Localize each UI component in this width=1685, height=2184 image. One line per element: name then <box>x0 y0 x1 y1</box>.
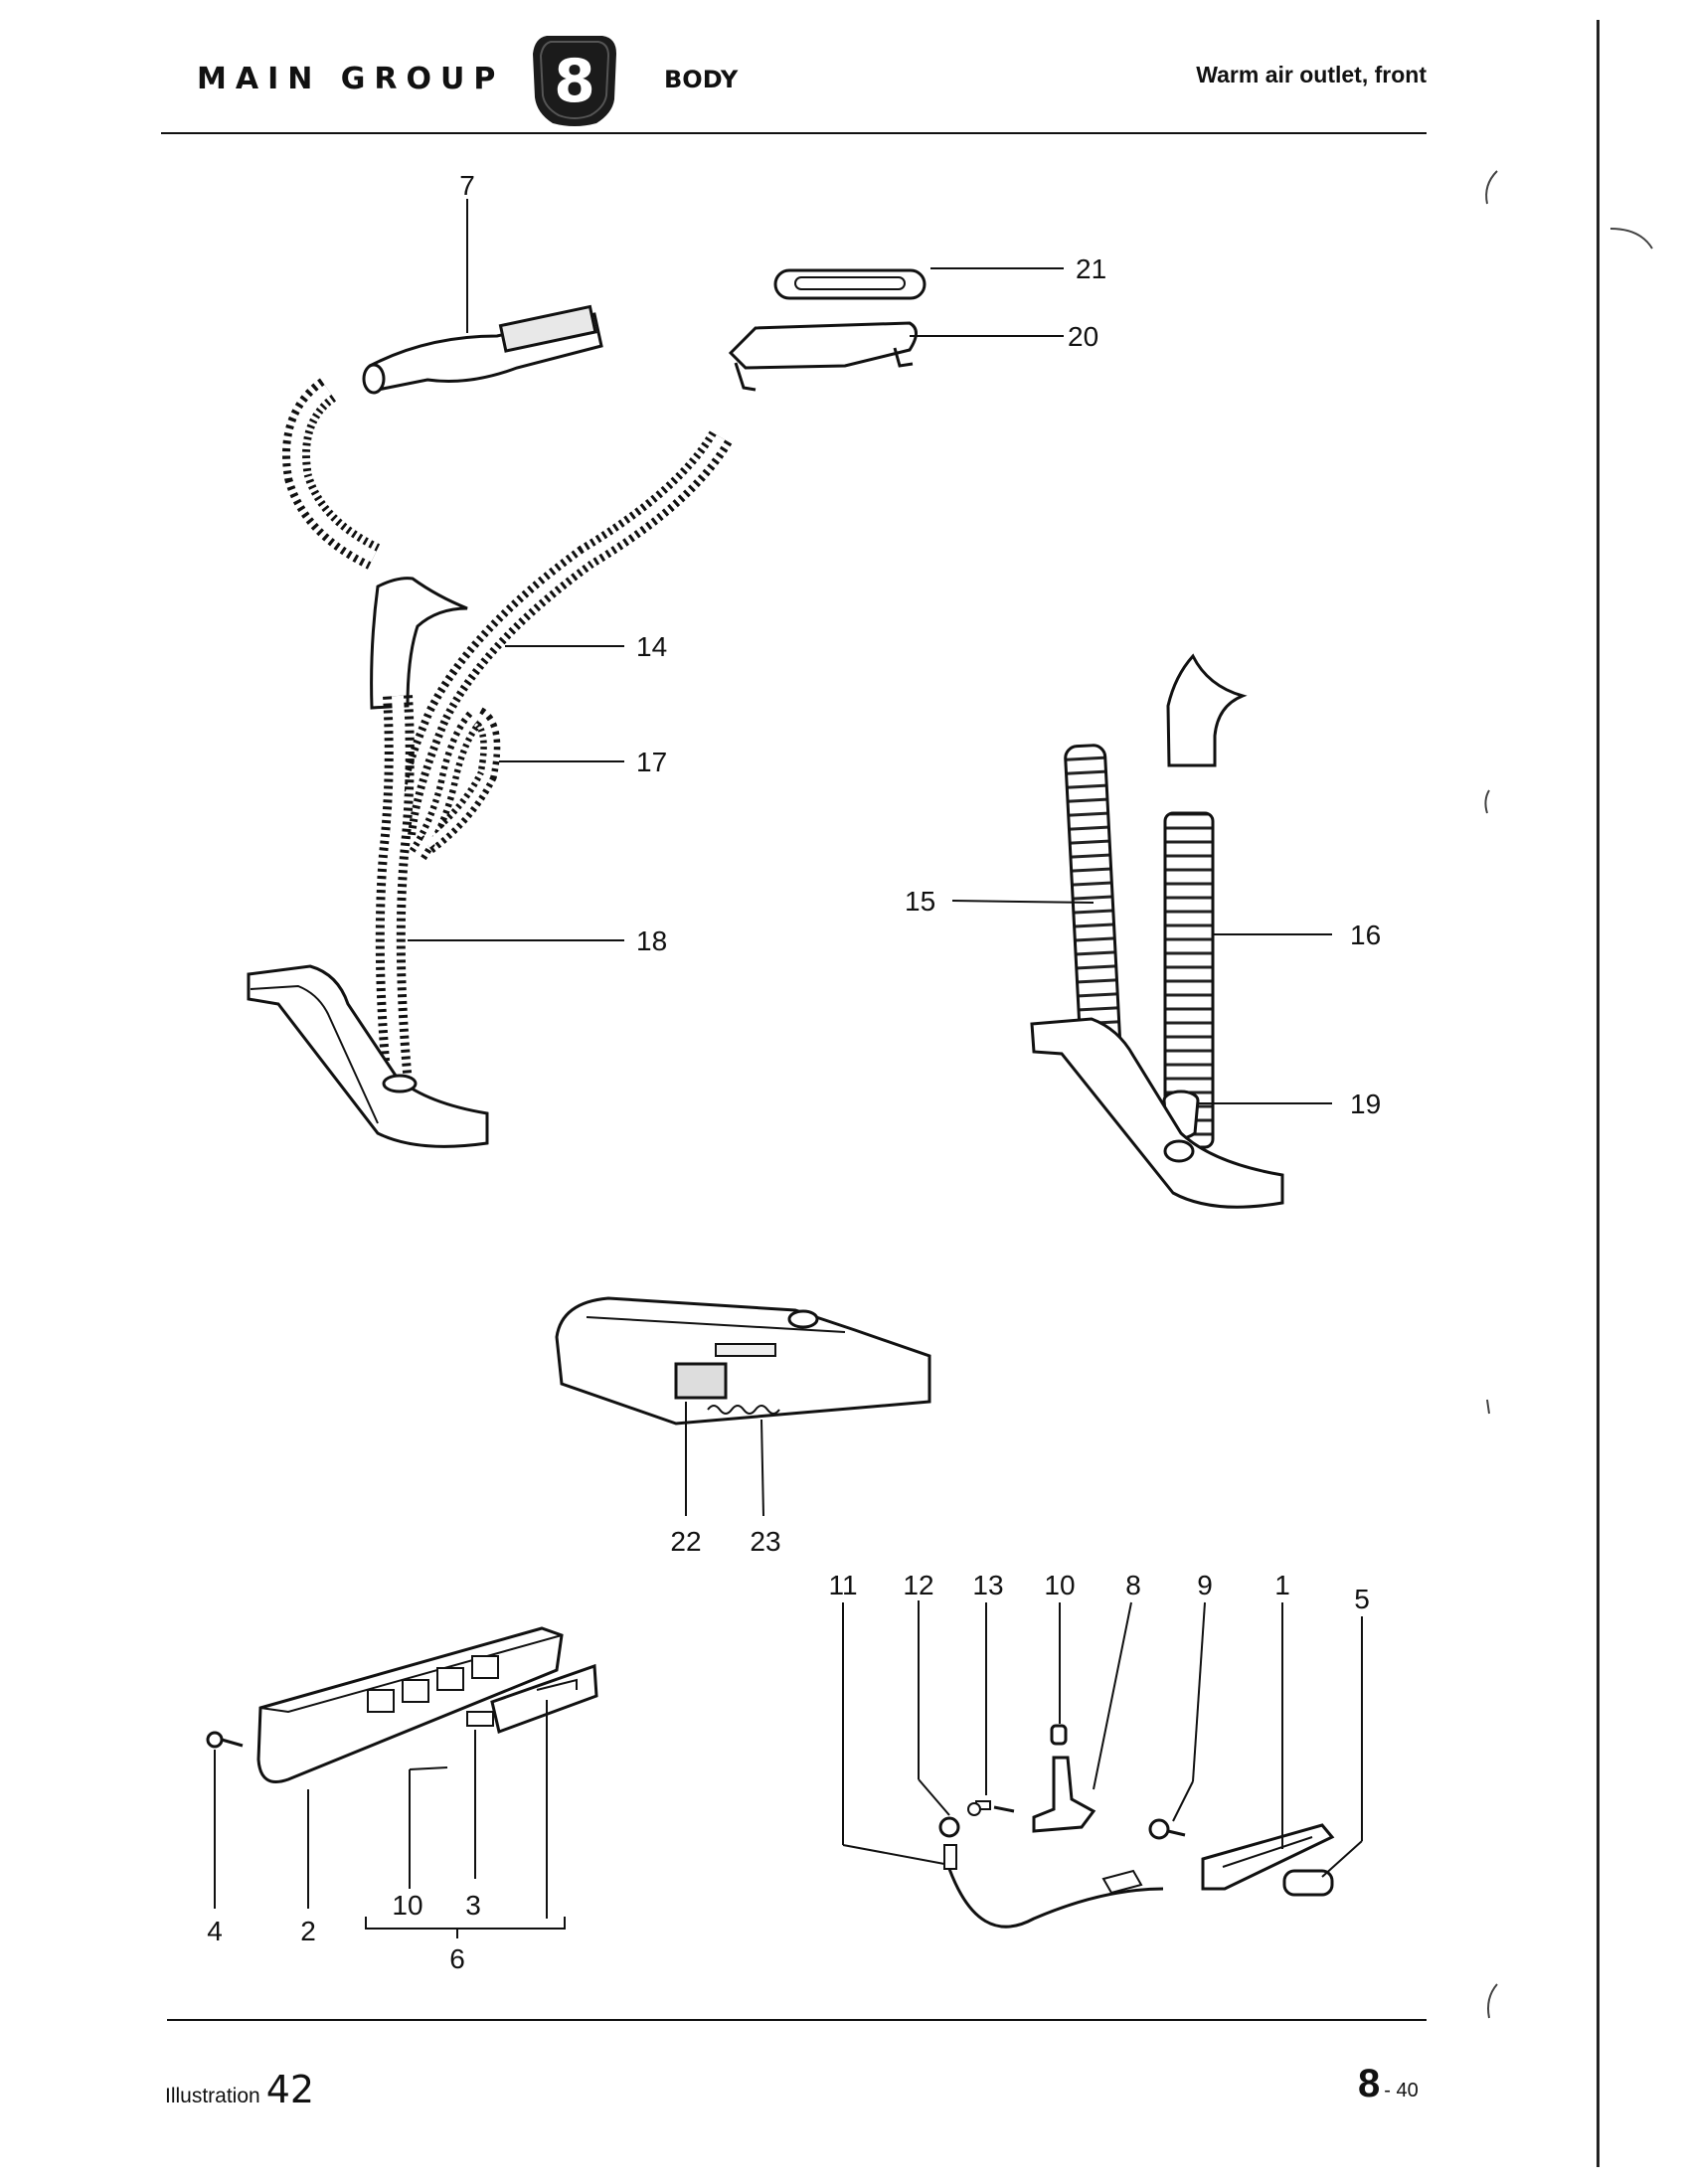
callout-14: 14 <box>636 631 667 662</box>
page-title: Warm air outlet, front <box>1196 62 1427 87</box>
t-piece-outlet <box>370 577 468 710</box>
lower-left-outlet-assembly <box>206 1626 598 1783</box>
right-hose-assembly <box>1030 653 1284 1209</box>
spring-part-23 <box>707 1405 780 1415</box>
group-number-badge: 8 <box>533 36 616 126</box>
margin-marks <box>1484 170 1653 2019</box>
callout-3: 3 <box>465 1890 481 1921</box>
callout-20: 20 <box>1068 321 1098 352</box>
binding-edge-line <box>1597 20 1600 2167</box>
upper-right-vent-parts <box>728 268 927 392</box>
page-number: 8- 40 <box>1358 2062 1419 2106</box>
screw-part-9 <box>1148 1818 1170 1840</box>
illustration-label: Illustration <box>165 2085 260 2107</box>
callout-22: 22 <box>670 1526 701 1557</box>
callout-10-left: 10 <box>392 1890 422 1921</box>
outlet-branch-right <box>1166 653 1248 767</box>
lower-right-control-parts <box>938 1724 1335 1929</box>
upper-left-hose-assembly <box>247 304 733 1148</box>
callout-16: 16 <box>1350 920 1381 950</box>
callout-numbers: 7 21 20 14 17 18 15 16 19 22 23 11 12 13… <box>207 170 1381 1974</box>
callout-1: 1 <box>1274 1570 1290 1600</box>
center-duct-detail <box>555 1296 931 1426</box>
bushing-part-10 <box>1050 1724 1068 1746</box>
callout-5: 5 <box>1354 1584 1370 1614</box>
grille-part-22 <box>674 1362 728 1400</box>
bracket-part-8 <box>1032 1756 1096 1833</box>
cable-part-11 <box>947 1868 1164 1929</box>
dash-duct <box>555 1296 931 1426</box>
footer-rule <box>167 2019 1427 2021</box>
lever-part-3 <box>466 1711 494 1727</box>
callout-18: 18 <box>636 925 667 956</box>
callout-17: 17 <box>636 747 667 777</box>
vent-frame-part-20 <box>728 321 918 370</box>
callout-7: 7 <box>459 170 475 201</box>
floor-channel-left <box>247 964 489 1148</box>
group-number: 8 <box>554 47 595 116</box>
callout-8: 8 <box>1125 1570 1141 1600</box>
leader-lines <box>214 199 1363 1938</box>
callout-10-right: 10 <box>1044 1570 1075 1600</box>
callout-15: 15 <box>905 886 935 917</box>
section-label: BODY <box>664 66 739 93</box>
callout-9: 9 <box>1197 1570 1213 1600</box>
screw-part-4 <box>206 1731 224 1749</box>
callout-19: 19 <box>1350 1089 1381 1119</box>
floor-channel-right <box>1030 1017 1284 1209</box>
callout-6: 6 <box>449 1943 465 1974</box>
callout-11: 11 <box>828 1570 857 1600</box>
callout-21: 21 <box>1076 253 1106 284</box>
callout-12: 12 <box>903 1570 933 1600</box>
header-rule <box>161 132 1427 134</box>
callout-13: 13 <box>972 1570 1003 1600</box>
page-number-main: 8 <box>1358 2062 1381 2105</box>
illustration-number: 42 <box>265 2068 315 2111</box>
page-number-sub: - 40 <box>1384 2080 1419 2101</box>
cover-part-5 <box>1282 1869 1334 1897</box>
callout-2: 2 <box>300 1916 316 1946</box>
knob-part-12 <box>938 1816 960 1838</box>
callout-4: 4 <box>207 1916 223 1946</box>
main-group-label: MAIN GROUP <box>197 62 505 96</box>
callout-23: 23 <box>750 1526 780 1557</box>
